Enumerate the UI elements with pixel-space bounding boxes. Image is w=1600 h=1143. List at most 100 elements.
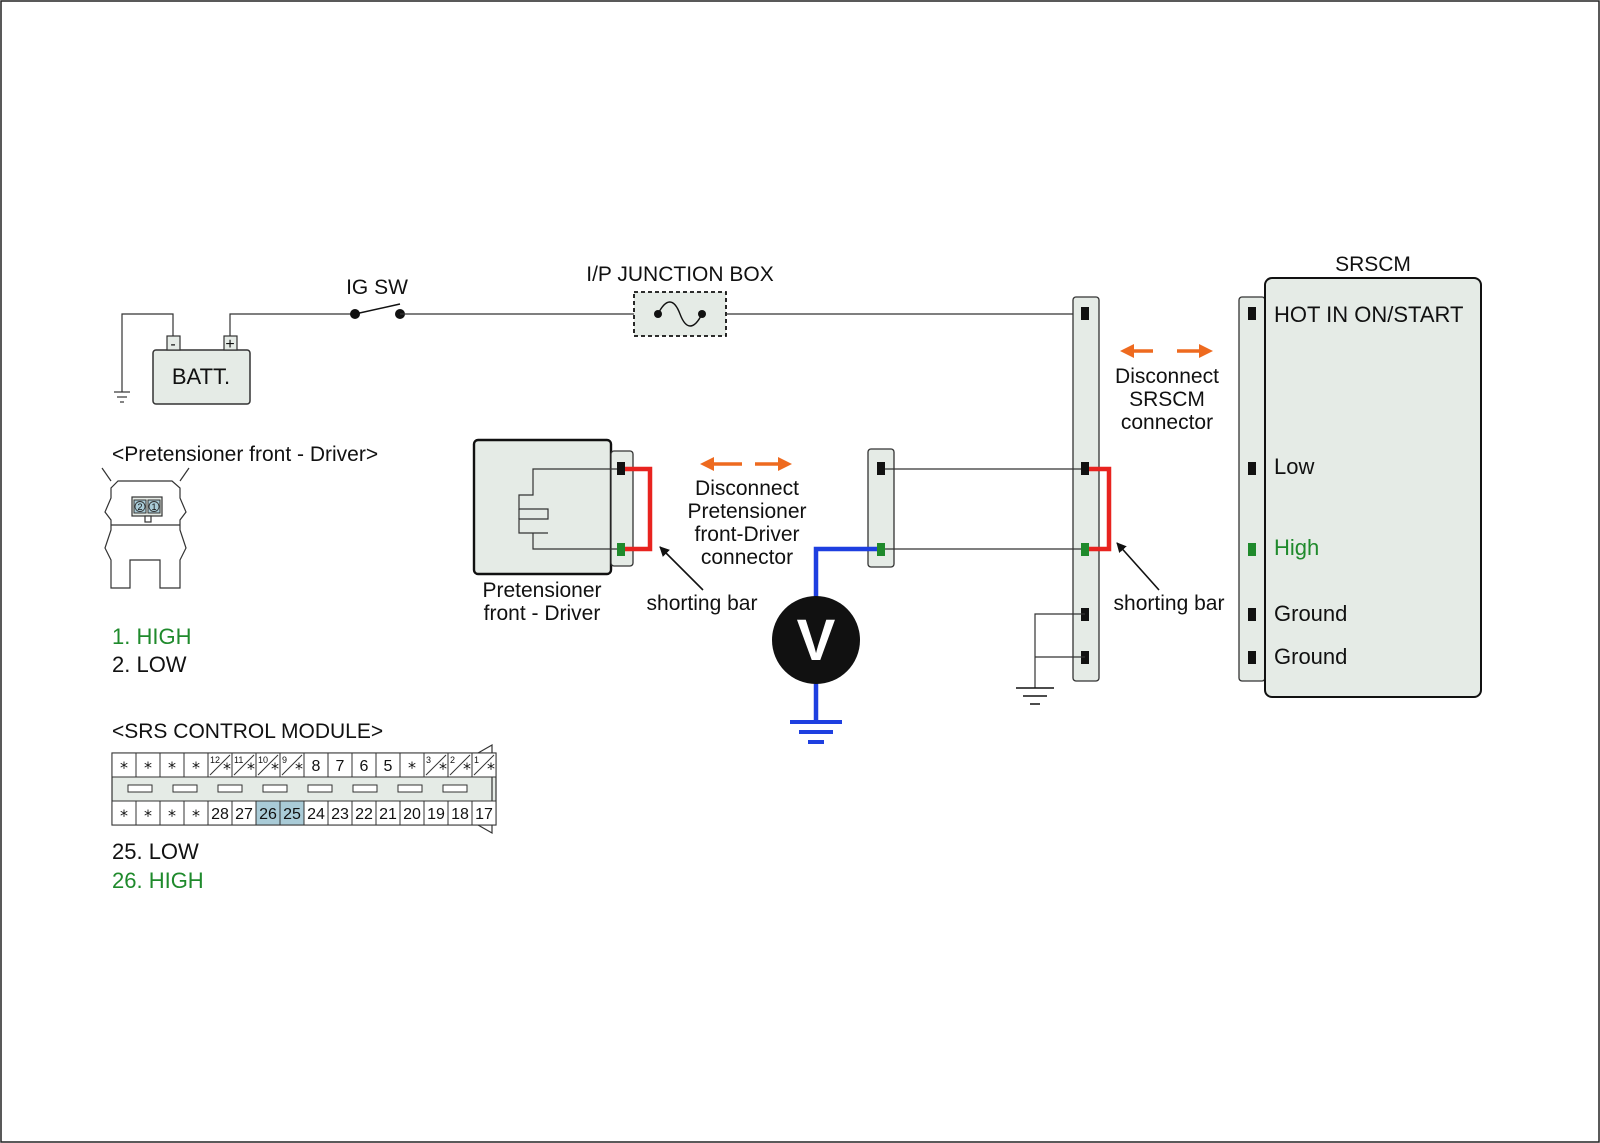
connector-pin-label: 20 (403, 806, 421, 823)
connector-pin-unused-icon: * (295, 759, 303, 778)
shorting-bar-right-label: shorting bar (1114, 592, 1225, 615)
connector-pin-label: 18 (451, 806, 469, 823)
connector-cell (231, 800, 257, 826)
battery-label: BATT. (172, 364, 230, 389)
disconnect-arrows-srscm-icon (1120, 344, 1213, 358)
connector-slot (172, 784, 198, 793)
connector-cell (351, 752, 377, 778)
srscm-ground-icon (1016, 687, 1054, 705)
junction-box-label: I/P JUNCTION BOX (586, 263, 773, 286)
srscm-pin-hot: HOT IN ON/START (1274, 302, 1463, 327)
connector-pin-label: * (192, 758, 200, 777)
srscm-pin-ground-2: Ground (1274, 644, 1347, 669)
connector-slot (352, 784, 378, 793)
srs-module-connector-title: <SRS CONTROL MODULE> (112, 720, 383, 743)
probe-wire-positive (813, 546, 877, 600)
srscm-connector (1238, 296, 1266, 682)
connector-cell (303, 800, 329, 826)
connector-slot (442, 784, 468, 793)
connector-pin-label: 9 (282, 755, 287, 765)
connector-pin-label: 12 (210, 755, 220, 765)
srs-legend-high: 26. HIGH (112, 868, 204, 893)
connector-pin-label: 3 (426, 755, 431, 765)
srs-legend-low: 25. LOW (112, 839, 199, 864)
connector-slot (307, 784, 333, 793)
connector-pin-label: * (168, 806, 176, 825)
connector-pin-label: 11 (234, 755, 243, 765)
connector-cell (135, 752, 161, 778)
squib-icon (518, 468, 617, 550)
connector-cell (135, 800, 161, 826)
connector-cell (183, 800, 209, 826)
connector-pin-unused-icon: * (223, 759, 231, 778)
pin-1-label: 1 (151, 502, 156, 512)
disconnect-srscm-line-1: Disconnect (1115, 365, 1219, 388)
shorting-bar-left (625, 466, 653, 552)
connector-pin-label: 23 (331, 806, 349, 823)
connector-cell (327, 800, 353, 826)
disconnect-srscm-line-3: connector (1121, 411, 1213, 434)
srscm-title: SRSCM (1335, 253, 1411, 276)
connector-pin-label: 26 (259, 806, 277, 823)
connector-cell (399, 752, 425, 778)
connector-pin-label: * (168, 758, 176, 777)
srscm-pin-high: High (1274, 535, 1319, 560)
connector-cell (423, 800, 449, 826)
pretensioner-connector (610, 450, 634, 567)
connector-slot (127, 784, 153, 793)
disconnect-pt-line-1: Disconnect (695, 477, 799, 500)
connector-cell (471, 800, 497, 826)
srscm-pin-low: Low (1274, 454, 1314, 479)
fuse-icon (633, 291, 727, 337)
ig-switch-label: IG SW (346, 276, 408, 299)
connector-slot (217, 784, 243, 793)
connector-cell (183, 752, 209, 778)
pretensioner-name-line-2: front - Driver (484, 602, 601, 625)
connector-pin-label: 27 (235, 806, 253, 823)
connector-slot (262, 784, 288, 793)
disconnect-pt-line-2: Pretensioner (687, 500, 806, 523)
battery: BATT. - + (152, 335, 251, 405)
pretensioner-connector-face (101, 467, 190, 589)
pretensioner-connector-title: <Pretensioner front - Driver> (112, 443, 378, 466)
disconnect-pt-line-3: front-Driver (694, 523, 799, 546)
connector-pin-unused-icon: * (439, 759, 447, 778)
connector-cell (375, 800, 401, 826)
connector-pin-label: 7 (336, 758, 345, 775)
connector-pin-label: 19 (427, 806, 445, 823)
pretensioner-harness-connector (867, 448, 895, 568)
disconnect-srscm-line-2: SRSCM (1129, 388, 1205, 411)
disconnect-pt-line-4: connector (701, 546, 793, 569)
connector-pin-label: 5 (384, 758, 393, 775)
connector-pin-unused-icon: * (247, 759, 255, 778)
connector-cell (111, 800, 137, 826)
connector-pin-label: * (144, 758, 152, 777)
connector-pin-label: 6 (360, 758, 369, 775)
connector-pin-label: * (408, 758, 416, 777)
battery-minus: - (170, 336, 175, 353)
pretensioner-connector-pins: 2 1 (133, 499, 161, 514)
pretensioner-name-line-1: Pretensioner (482, 579, 601, 602)
connector-cell (255, 800, 281, 826)
battery-plus: + (225, 336, 234, 353)
srscm-module (1264, 277, 1482, 698)
connector-cell (159, 752, 185, 778)
connector-pin-label: 2 (450, 755, 455, 765)
shorting-bar-right (1089, 466, 1112, 552)
connector-pin-label: * (120, 806, 128, 825)
connector-pin-label: 24 (307, 806, 325, 823)
srscm-harness-connector (1072, 296, 1100, 682)
connector-pin-label: 21 (379, 806, 397, 823)
pin-2-label: 2 (137, 502, 142, 512)
voltmeter-icon: V (772, 596, 860, 684)
connector-pin-label: 25 (283, 806, 301, 823)
connector-pin-label: 8 (312, 758, 321, 775)
connector-cell (327, 752, 353, 778)
connector-cell (375, 752, 401, 778)
connector-pin-label: 1 (474, 755, 479, 765)
battery-ground-icon (114, 391, 130, 403)
pretensioner-legend-high: 1. HIGH (112, 624, 191, 649)
